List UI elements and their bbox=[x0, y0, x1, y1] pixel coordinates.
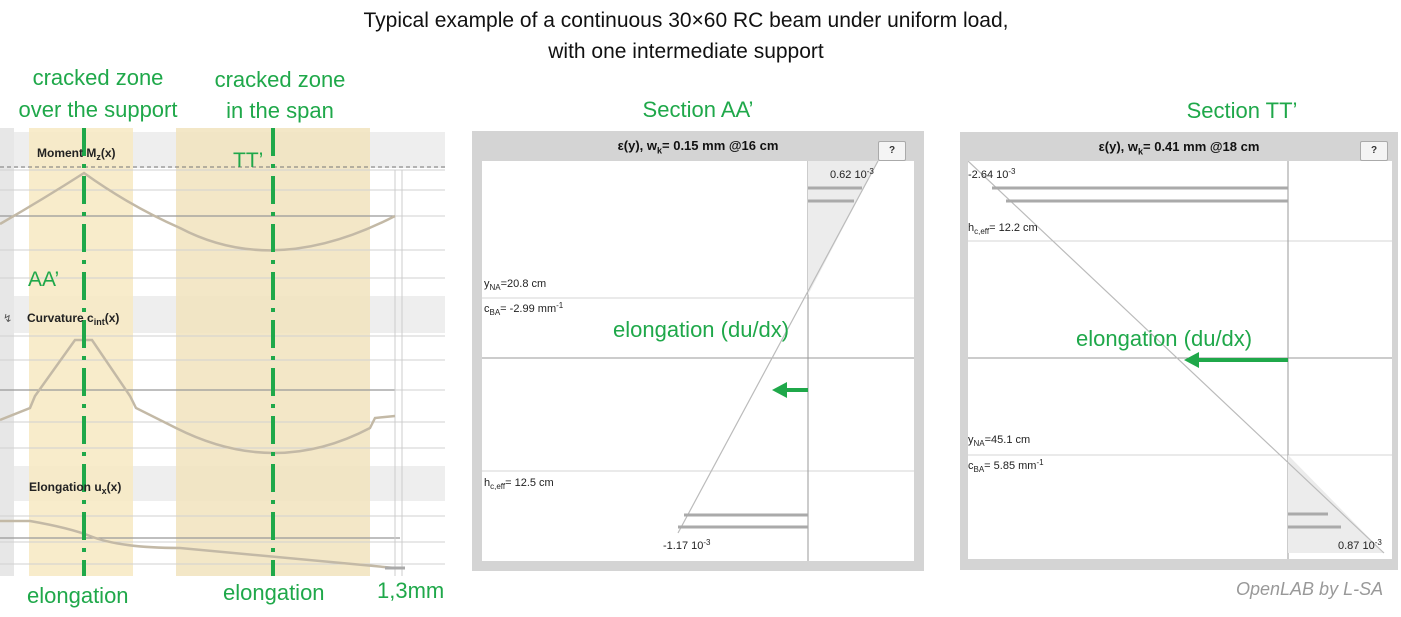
tt-marker: TT’ bbox=[233, 149, 264, 172]
section-tt-title: Section TT’ bbox=[1186, 98, 1298, 123]
curvature-curve bbox=[0, 338, 396, 455]
section-tt-panel-title: ε(y), wk= 0.41 mm @18 cm bbox=[1098, 139, 1260, 157]
cracked-support-label-line-1: cracked zone bbox=[32, 65, 164, 90]
curvature-value-tt: cBA= 5.85 mm-1 bbox=[968, 458, 1044, 474]
section-tt-panel: ε(y), wk= 0.41 mm @18 cm ? -2.64 10-3 hc… bbox=[960, 132, 1398, 570]
cracked-support-label-line-2: over the support bbox=[18, 97, 178, 122]
elongation-diagram-label: Elongation ux(x) bbox=[29, 480, 122, 496]
effective-height-aa: hc,eff= 12.5 cm bbox=[484, 477, 554, 491]
elongation-curve bbox=[0, 519, 396, 570]
figure-title-line-2: with one intermediate support bbox=[548, 40, 824, 63]
neutral-axis-depth-aa: yNA=20.8 cm bbox=[484, 278, 547, 292]
curvature-value-aa: cBA= -2.99 mm-1 bbox=[484, 301, 564, 317]
elongation-arrow-head-tt bbox=[1184, 352, 1199, 368]
elongation-label-span: elongation bbox=[223, 580, 325, 605]
moment-curve bbox=[0, 171, 396, 252]
elongation-label-support: elongation bbox=[27, 583, 129, 608]
neutral-axis-depth-tt: yNA=45.1 cm bbox=[968, 434, 1031, 448]
aa-marker: AA’ bbox=[28, 268, 60, 291]
section-aa-title: Section AA’ bbox=[642, 97, 754, 122]
section-aa-panel: ε(y), wk= 0.15 mm @16 cm ? 0.62 10-3 yNA… bbox=[472, 131, 924, 571]
bottom-strain-tt: 0.87 10-3 bbox=[1338, 538, 1382, 552]
top-strain-aa: 0.62 10-3 bbox=[830, 167, 874, 181]
elongation-arrow-head-aa bbox=[772, 382, 787, 398]
effective-height-tt: hc,eff= 12.2 cm bbox=[968, 222, 1038, 236]
help-button[interactable]: ? bbox=[878, 141, 906, 161]
credit-text: OpenLAB by L-SA bbox=[1236, 579, 1384, 599]
section-aa-panel-title: ε(y), wk= 0.15 mm @16 cm bbox=[617, 138, 779, 156]
curvature-label: Curvature cint(x) bbox=[27, 311, 120, 327]
curvature-icon: ↯ bbox=[3, 313, 13, 325]
cracked-span-label-line-1: cracked zone bbox=[214, 67, 346, 92]
top-strain-tt: -2.64 10-3 bbox=[968, 167, 1016, 181]
elongation-du-label-tt: elongation (du/dx) bbox=[1076, 326, 1253, 351]
scale-value: 1,3mm bbox=[377, 578, 445, 603]
cracked-span-label-line-2: in the span bbox=[226, 98, 334, 123]
strain-profile-tt bbox=[968, 161, 1392, 559]
moment-label: Moment Mz(x) bbox=[37, 146, 116, 162]
beam-diagrams bbox=[0, 128, 462, 576]
cracked-zone-support bbox=[29, 128, 133, 576]
strain-line bbox=[968, 161, 1385, 554]
help-button[interactable]: ? bbox=[1360, 141, 1388, 161]
strain-line bbox=[677, 161, 879, 534]
left-scroll-strip bbox=[0, 128, 14, 576]
bottom-strain-aa: -1.17 10-3 bbox=[663, 538, 711, 552]
elongation-du-label-aa: elongation (du/dx) bbox=[613, 317, 790, 342]
figure-title-line-1: Typical example of a continuous 30×60 RC… bbox=[363, 9, 1009, 32]
strain-profile-aa bbox=[482, 161, 914, 561]
